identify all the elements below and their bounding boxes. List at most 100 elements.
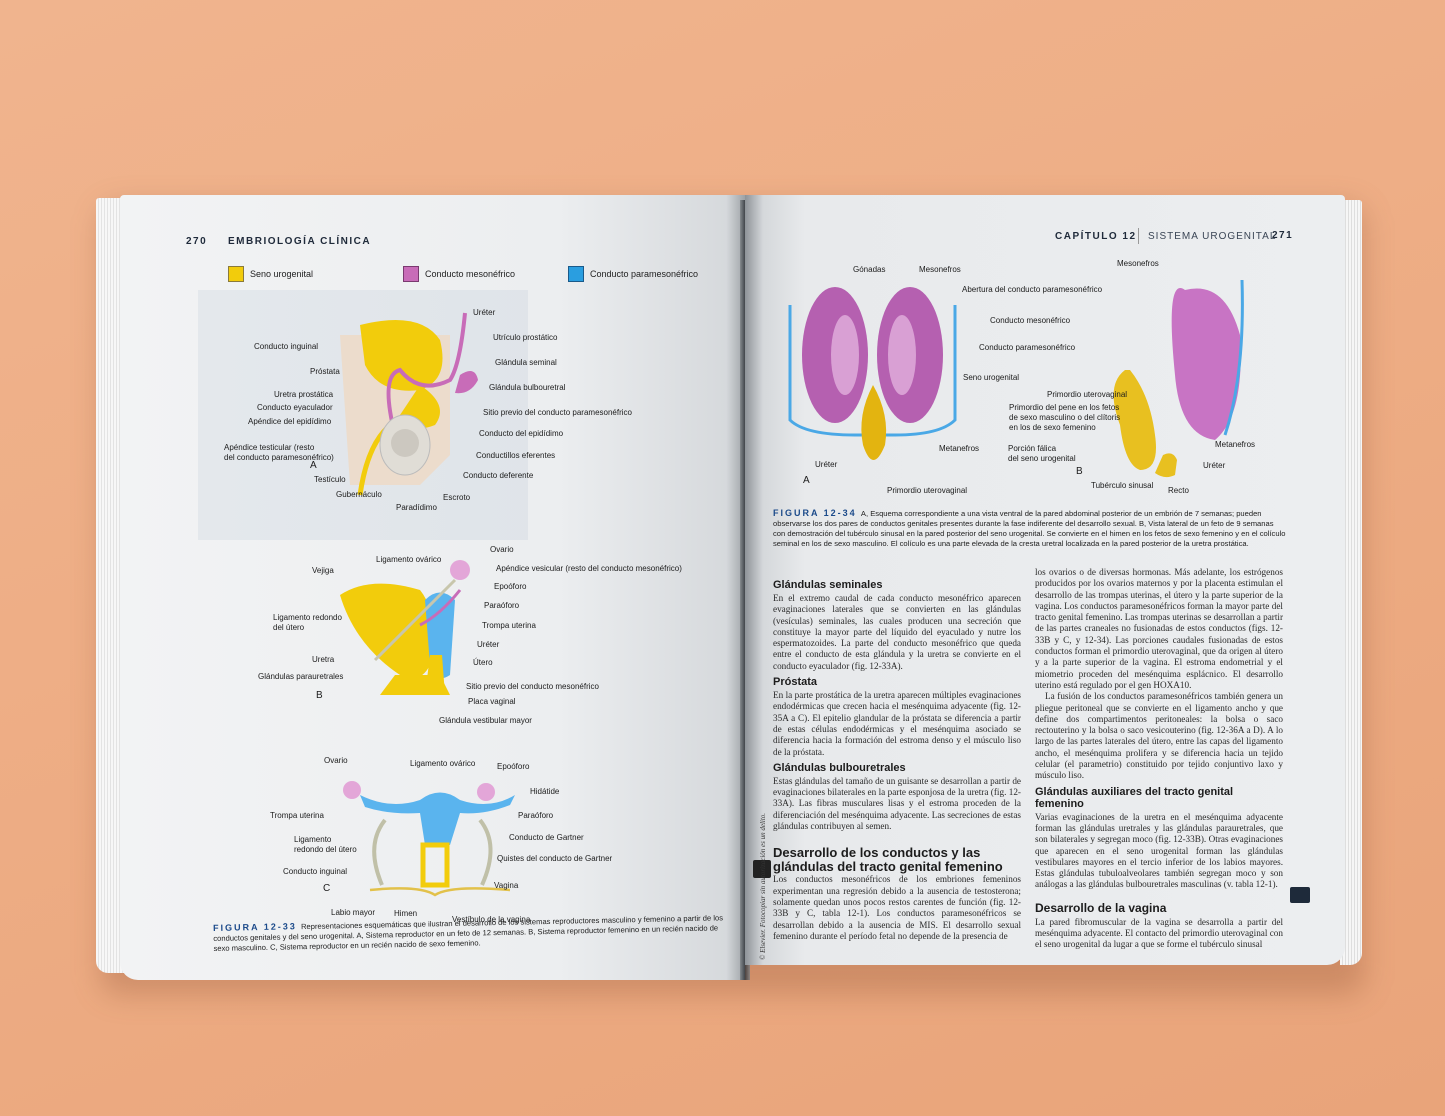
paragraph: La fusión de los conductos paramesonéfri… bbox=[1035, 691, 1283, 781]
label-apendice-testicular: Apéndice testicular (resto bbox=[224, 443, 315, 452]
label-primordio-pene: Primordio del pene en los fetos bbox=[1009, 403, 1120, 412]
right-page: CAPÍTULO 12 SISTEMA UROGENITAL 271 Gónad… bbox=[745, 195, 1345, 965]
figure-label-right: FIGURA 12-34 bbox=[773, 508, 857, 518]
label-vestibulo: Vestíbulo de la vagina bbox=[452, 915, 531, 924]
chapter-label: CAPÍTULO 12 bbox=[1055, 231, 1137, 242]
paragraph: Estas glándulas del tamaño de un guisant… bbox=[773, 775, 1021, 832]
label-apendice-testicular-2: del conducto paramesonéfrico) bbox=[224, 453, 334, 462]
label-gartner: Conducto de Gartner bbox=[509, 833, 584, 842]
label-paradidimo: Paradídimo bbox=[396, 503, 437, 512]
paragraph: los ovarios o de diversas hormonas. Más … bbox=[1035, 567, 1283, 690]
label-metanefros: Metanefros bbox=[939, 444, 980, 453]
label-apendice-epididimo: Apéndice del epidídimo bbox=[248, 417, 332, 426]
caption-text-right: A, Esquema correspondiente a una vista v… bbox=[773, 509, 1286, 548]
label-escroto: Escroto bbox=[443, 493, 471, 502]
paragraph: En la parte prostática de la uretra apar… bbox=[773, 690, 1021, 757]
label-primordio-pene-2: de sexo masculino o del clítoris bbox=[1009, 413, 1121, 422]
label-porcion-falica-2: del seno urogenital bbox=[1008, 454, 1076, 463]
label-ureter-b-right: Uréter bbox=[1203, 461, 1226, 470]
heading-bulbouretrales: Glándulas bulbouretrales bbox=[773, 761, 906, 774]
label-conductillos: Conductillos eferentes bbox=[476, 451, 556, 460]
label-labio-mayor: Labio mayor bbox=[331, 908, 376, 917]
label-conducto-mesonefrico: Conducto mesonéfrico bbox=[990, 316, 1071, 325]
label-utero: Útero bbox=[473, 658, 493, 667]
text-column-2: los ovarios o de diversas hormonas. Más … bbox=[1035, 567, 1283, 951]
label-epooforo-c: Epoóforo bbox=[497, 762, 530, 771]
blue-swatch-icon bbox=[568, 265, 584, 282]
label-quistes-gartner: Quistes del conducto de Gartner bbox=[497, 854, 613, 863]
paragraph: Los conductos mesonéfricos de los embrio… bbox=[773, 874, 1021, 941]
label-deferente: Conducto deferente bbox=[463, 471, 534, 480]
label-epooforo: Epoóforo bbox=[494, 582, 527, 591]
label-vestibular-mayor: Glándula vestibular mayor bbox=[439, 716, 532, 725]
panel-label-b: B bbox=[316, 690, 323, 701]
heading-desarrollo-vagina: Desarrollo de la vagina bbox=[1035, 900, 1167, 915]
legend-item-seno: Seno urogenital bbox=[228, 265, 313, 283]
label-recto: Recto bbox=[1168, 486, 1189, 495]
label-hidatide: Hidátide bbox=[530, 787, 560, 796]
label-inguinal-c: Conducto inguinal bbox=[283, 867, 348, 876]
heading-prostata: Próstata bbox=[773, 676, 818, 689]
panel-label-a: A bbox=[310, 460, 317, 471]
running-head: EMBRIOLOGÍA CLÍNICA bbox=[228, 236, 372, 247]
label-himen: Himen bbox=[394, 909, 418, 918]
legend-item-mesonefrico: Conducto mesonéfrico bbox=[403, 265, 515, 283]
page-stack-right bbox=[1340, 200, 1362, 965]
label-tuberculo-sinusal: Tubérculo sinusal bbox=[1091, 481, 1154, 490]
label-conducto-inguinal: Conducto inguinal bbox=[254, 342, 319, 351]
label-paraoforo-c: Paraóforo bbox=[518, 811, 554, 820]
label-sitio-previo: Sitio previo del conducto paramesonéfric… bbox=[483, 408, 632, 417]
text-column-1: Glándulas seminales En el extremo caudal… bbox=[773, 575, 1021, 942]
media-icon bbox=[1290, 887, 1310, 903]
label-placa-vaginal: Placa vaginal bbox=[468, 697, 516, 706]
label-ligamento-c: Ligamento bbox=[294, 835, 332, 844]
label-uretra: Uretra bbox=[312, 655, 335, 664]
label-ligamento-ovarico: Ligamento ovárico bbox=[376, 555, 442, 564]
legend-item-paramesonefrico: Conducto paramesonéfrico bbox=[568, 265, 698, 283]
panel-label-c: C bbox=[323, 883, 331, 894]
figure-12-34-caption: FIGURA 12-34 A, Esquema correspondiente … bbox=[773, 508, 1287, 549]
label-trompa-c: Trompa uterina bbox=[270, 811, 324, 820]
label-metanefros-b: Metanefros bbox=[1215, 440, 1256, 449]
header-divider bbox=[1138, 228, 1139, 244]
label-vejiga: Vejiga bbox=[312, 566, 334, 575]
paragraph: La pared fibromuscular de la vagina se d… bbox=[1035, 916, 1283, 950]
label-glandula-seminal: Glándula seminal bbox=[495, 358, 557, 367]
label-uretra-prostatica: Uretra prostática bbox=[274, 390, 334, 399]
figure-12-34-drawing bbox=[788, 279, 1244, 478]
label-primordio-uterovaginal-b: Primordio uterovaginal bbox=[1047, 390, 1128, 399]
label-conducto-epididimo: Conducto del epidídimo bbox=[479, 429, 564, 438]
label-primordio-pene-3: en los de sexo femenino bbox=[1009, 423, 1096, 432]
label-conducto-paramesonefrico: Conducto paramesonéfrico bbox=[979, 343, 1076, 352]
label-lig-ovarico-c: Ligamento ovárico bbox=[410, 759, 476, 768]
heading-glandulas-auxiliares: Glándulas auxiliares del tracto genital … bbox=[1035, 785, 1234, 810]
label-paraoforo: Paraóforo bbox=[484, 601, 520, 610]
paragraph: Varias evaginaciones de la uretra en el … bbox=[1035, 811, 1283, 890]
label-eyaculador: Conducto eyaculador bbox=[257, 403, 333, 412]
purple-swatch-icon bbox=[403, 265, 419, 282]
label-ovario-c: Ovario bbox=[324, 756, 348, 765]
label-testiculo: Testículo bbox=[314, 475, 346, 484]
figure-12-33-drawing bbox=[340, 312, 515, 897]
label-prostata: Próstata bbox=[310, 367, 340, 376]
label-parauretrales: Glándulas parauretrales bbox=[258, 672, 344, 681]
label-abertura: Abertura del conducto paramesonéfrico bbox=[962, 285, 1103, 294]
page-number-right: 271 bbox=[1272, 230, 1294, 241]
label-ureter-a: Uréter bbox=[815, 460, 838, 469]
label-bulbouretral: Glándula bulbouretral bbox=[489, 383, 566, 392]
label-sitio-previo-meso: Sitio previo del conducto mesonéfrico bbox=[466, 682, 599, 691]
copyright-note: © Elsevier. Fotocopiar sin autorización … bbox=[759, 812, 767, 960]
label-apendice-vesicular: Apéndice vesicular (resto del conducto m… bbox=[496, 564, 682, 573]
label-ligamento-c-2: redondo del útero bbox=[294, 845, 357, 854]
panel-label-a-right: A bbox=[803, 475, 810, 486]
yellow-swatch-icon bbox=[228, 265, 244, 282]
label-ligamento-redondo: Ligamento redondo bbox=[273, 613, 342, 622]
label-mesonefros-b: Mesonefros bbox=[1117, 259, 1159, 268]
label-ligamento-redondo-2: del útero bbox=[273, 623, 305, 632]
label-vagina: Vagina bbox=[494, 881, 519, 890]
media-icon bbox=[753, 860, 771, 878]
label-gonadas: Gónadas bbox=[853, 265, 886, 274]
label-trompa: Trompa uterina bbox=[482, 621, 536, 630]
label-porcion-falica: Porción fálica bbox=[1008, 444, 1057, 453]
panel-label-b-right: B bbox=[1076, 466, 1083, 477]
